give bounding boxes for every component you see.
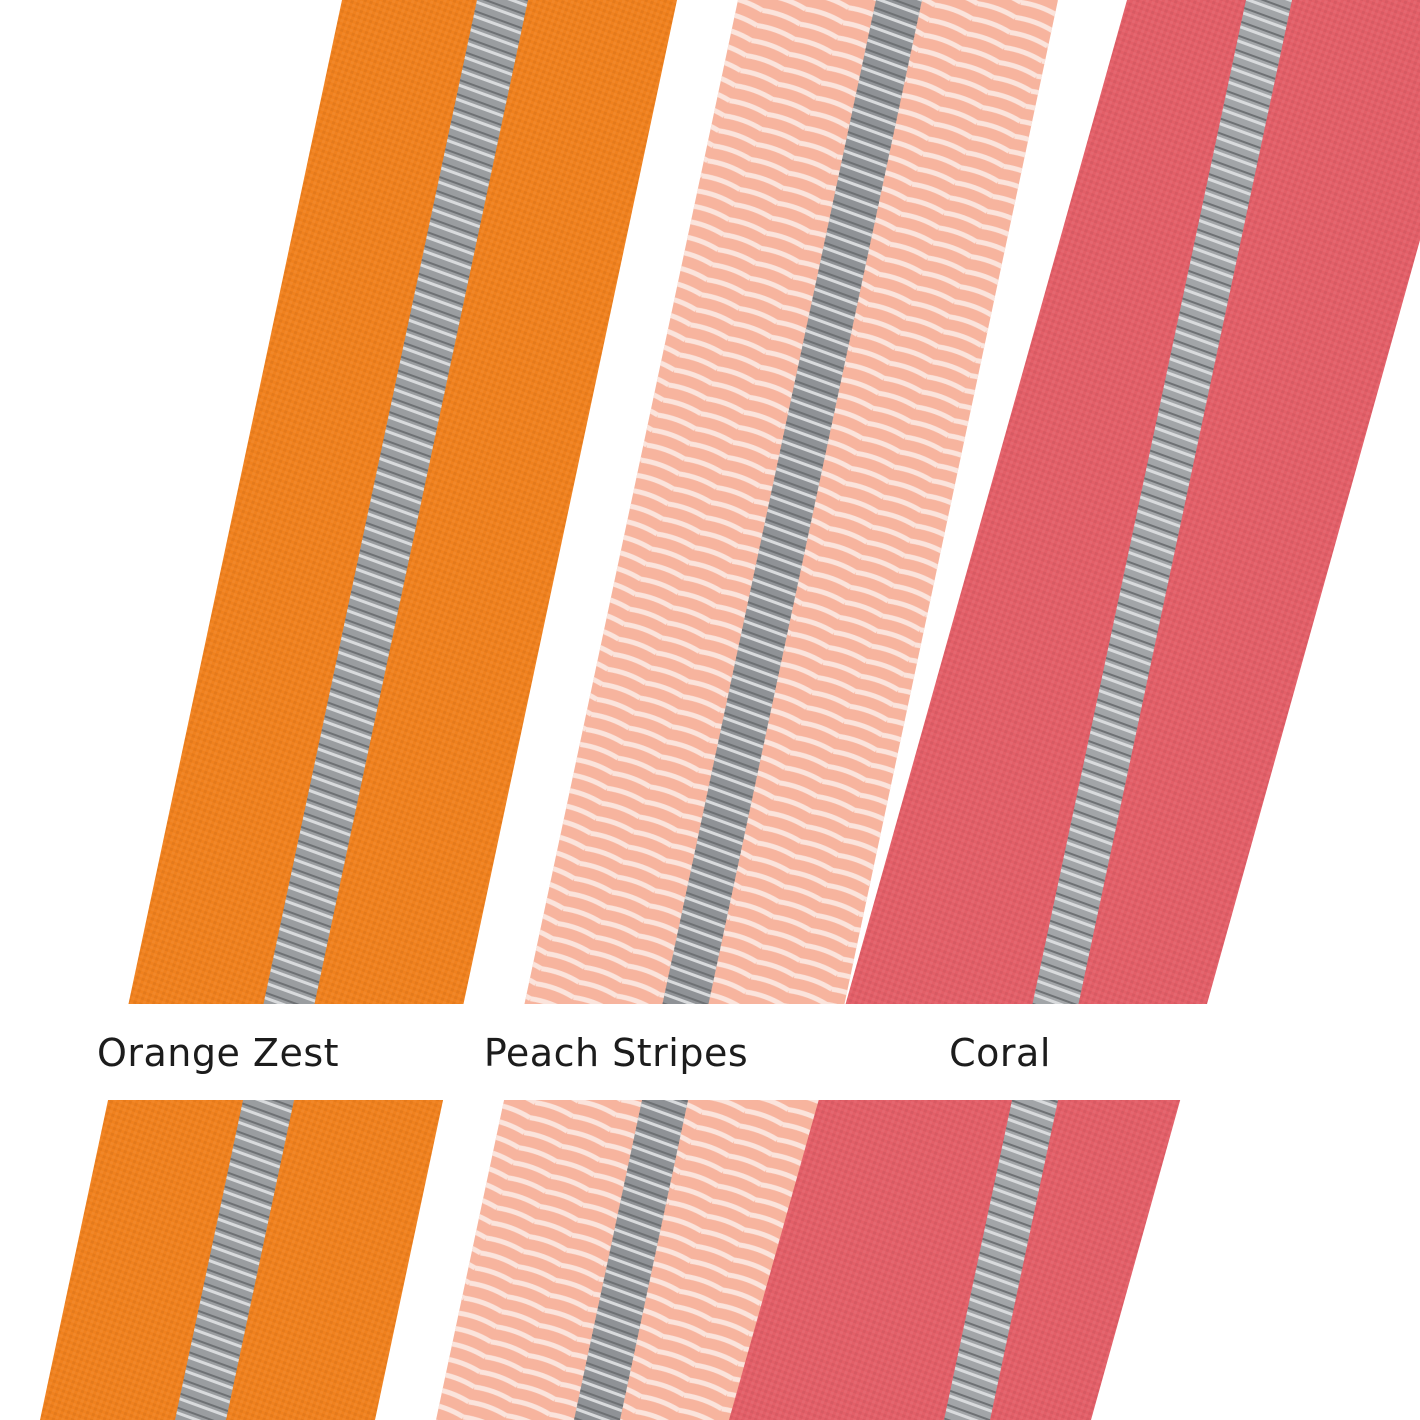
swatch-label-peach-stripes: Peach Stripes <box>483 1031 749 1075</box>
swatch-label-orange-zest: Orange Zest <box>96 1031 340 1075</box>
label-band <box>0 1004 1420 1100</box>
swatch-label-coral: Coral <box>949 1031 1051 1075</box>
